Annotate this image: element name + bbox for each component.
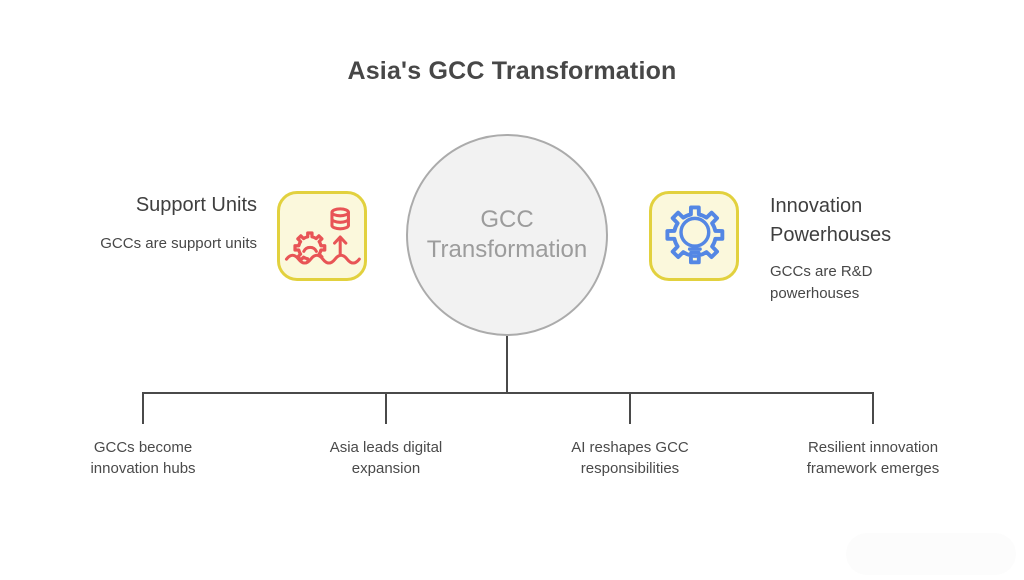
branch-label-1-line2: innovation hubs [90, 460, 196, 477]
branch-label-2: Asia leads digital expansion [296, 437, 476, 479]
right-node-heading-line2: Powerhouses [770, 224, 892, 246]
left-node-description: GCCs are support units [100, 235, 257, 252]
right-node-description-line2: powerhouses [770, 285, 860, 302]
center-node-circle: GCC Transformation [406, 134, 608, 336]
left-node-heading: Support Units [135, 194, 257, 216]
connector-drop-line-3 [629, 392, 631, 424]
watermark-area [846, 533, 1016, 575]
branch-label-4-line2: framework emerges [806, 460, 940, 477]
branch-label-1-line1: GCCs become [93, 439, 193, 456]
left-node-icon-tile [277, 191, 367, 281]
connector-drop-line-2 [385, 392, 387, 424]
branch-label-3: AI reshapes GCC responsibilities [540, 437, 720, 479]
connector-horizontal-line [142, 392, 874, 394]
page-title: Asia's GCC Transformation [347, 57, 677, 85]
branch-label-2-line2: expansion [351, 460, 421, 477]
branch-label-2-line1: Asia leads digital [329, 439, 443, 456]
connector-drop-line-1 [142, 392, 144, 424]
branch-label-3-line1: AI reshapes GCC [571, 439, 689, 456]
center-node-label: GCC Transformation [422, 205, 592, 265]
left-node-text: Support Units GCCs are support units [27, 192, 257, 254]
database-growth-gear-wave-icon [283, 195, 361, 278]
right-node-icon-tile [649, 191, 739, 281]
center-node-label-line2: Transformation [426, 236, 588, 263]
branch-label-4: Resilient innovation framework emerges [783, 437, 963, 479]
branch-label-1: GCCs become innovation hubs [53, 437, 233, 479]
right-node-heading: Innovation Powerhouses [770, 192, 930, 250]
connector-drop-line-4 [872, 392, 874, 424]
right-node-description-line1: GCCs are R&D [770, 263, 873, 280]
gear-lightbulb-icon [655, 195, 733, 278]
connector-trunk-line [506, 336, 508, 392]
right-node-text: Innovation Powerhouses GCCs are R&D powe… [770, 192, 930, 305]
branch-label-3-line2: responsibilities [580, 460, 680, 477]
right-node-heading-line1: Innovation [770, 195, 863, 217]
right-node-description: GCCs are R&D powerhouses [770, 261, 930, 305]
center-node-label-line1: GCC [480, 206, 534, 233]
branch-label-4-line1: Resilient innovation [807, 439, 939, 456]
